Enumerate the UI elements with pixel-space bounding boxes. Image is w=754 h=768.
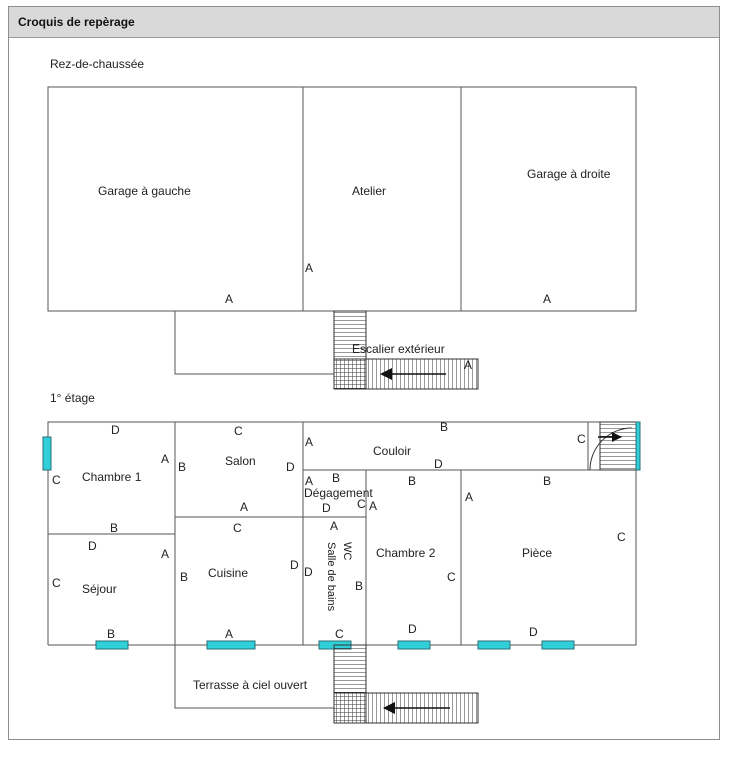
wall-letter: D xyxy=(408,622,417,636)
room-cuisine: Cuisine xyxy=(208,566,248,580)
window-stair xyxy=(635,421,641,471)
wall-letter: A xyxy=(305,474,313,488)
room-couloir: Couloir xyxy=(373,444,411,458)
wall-letter: D xyxy=(529,625,538,639)
room-sejour: Séjour xyxy=(82,582,117,596)
room-garage-left: Garage à gauche xyxy=(98,184,191,198)
wall-letter: A xyxy=(543,292,551,306)
stair-arrow-head xyxy=(380,368,392,380)
room-chambre2: Chambre 2 xyxy=(376,546,436,560)
room-salle-bains: Salle de bains xyxy=(325,542,337,612)
room-escalier: Escalier extérieur xyxy=(352,342,445,356)
wall-letter: B xyxy=(180,570,188,584)
wall-letter: A xyxy=(225,292,233,306)
terrace-stair-vertical xyxy=(333,644,367,694)
wall-letter: B xyxy=(178,460,186,474)
wall-letter: D xyxy=(434,457,443,471)
wall-letter: B xyxy=(110,521,118,535)
stair-corner-arrow-head xyxy=(612,432,622,442)
wall-letter: C xyxy=(52,473,61,487)
wall-letter: D xyxy=(304,565,313,579)
wall-letter: C xyxy=(617,530,626,544)
window-sejour xyxy=(95,640,129,650)
wall-letter: A xyxy=(161,452,169,466)
wall-letter: C xyxy=(577,432,586,446)
wall-letter: C xyxy=(357,497,366,511)
wall-letter: D xyxy=(88,539,97,553)
first-floor-plan: Chambre 1 Salon Couloir Dégagement Chamb… xyxy=(42,420,641,724)
terrace-stair-landing xyxy=(333,692,367,724)
ground-floor-outline xyxy=(47,86,637,312)
terrace-wall xyxy=(174,645,334,709)
window-cuisine xyxy=(206,640,256,650)
stair-landing xyxy=(333,358,367,390)
wall-letter: B xyxy=(107,627,115,641)
wall-letter: D xyxy=(111,423,120,437)
room-salon: Salon xyxy=(225,454,256,468)
room-degagement: Dégagement xyxy=(304,486,373,500)
wall-letter: A xyxy=(240,500,248,514)
room-piece: Pièce xyxy=(522,546,552,560)
wall-letter: A xyxy=(464,358,472,372)
window-piece-2 xyxy=(541,640,575,650)
room-atelier: Atelier xyxy=(352,184,386,198)
wall-letter: C xyxy=(233,521,242,535)
wall-letter: C xyxy=(447,570,456,584)
stair-corner-arc xyxy=(589,427,633,471)
panel-header: Croquis de repèrage xyxy=(9,7,719,38)
wall-letter: B xyxy=(355,579,363,593)
terrace-stair-arrow-head xyxy=(383,702,395,714)
ground-floor-plan: Garage à gauche Atelier Garage à droite … xyxy=(47,86,637,390)
wall-letter: C xyxy=(335,627,344,641)
wall-letter: B xyxy=(440,420,448,434)
wall-letter: A xyxy=(225,627,233,641)
stair-vertical xyxy=(333,310,367,360)
window-chambre1 xyxy=(42,436,52,471)
room-terrasse: Terrasse à ciel ouvert xyxy=(193,678,308,692)
room-chambre1: Chambre 1 xyxy=(82,470,142,484)
window-piece-1 xyxy=(477,640,511,650)
label-first-floor: 1° étage xyxy=(50,391,95,405)
wall-letter: D xyxy=(286,460,295,474)
stair-corner xyxy=(599,421,637,471)
wall-letter: B xyxy=(408,474,416,488)
wall-letter: B xyxy=(543,474,551,488)
wall-letter: C xyxy=(234,424,243,438)
ground-extension-wall xyxy=(174,311,334,375)
label-ground-floor: Rez-de-chaussée xyxy=(50,57,144,71)
wall-letter: C xyxy=(52,576,61,590)
wall-letter: B xyxy=(332,471,340,485)
panel-title: Croquis de repèrage xyxy=(18,15,135,29)
window-chambre2 xyxy=(397,640,431,650)
wall-letter: A xyxy=(465,490,473,504)
wall-letter: A xyxy=(161,547,169,561)
wall-letter: D xyxy=(290,558,299,572)
wall-letter: A xyxy=(305,261,313,275)
wall-letter: A xyxy=(330,519,338,533)
wall-letter: A xyxy=(369,499,377,513)
room-garage-right: Garage à droite xyxy=(527,167,611,181)
wall-letter: D xyxy=(322,501,331,515)
room-wc: WC xyxy=(341,542,353,560)
wall-letter: A xyxy=(305,435,313,449)
